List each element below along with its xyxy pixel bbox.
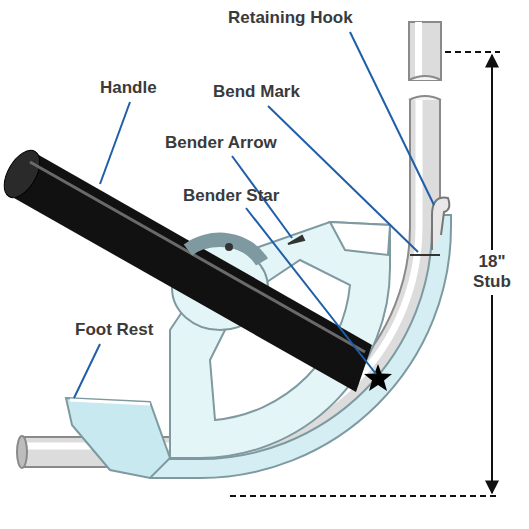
- part-label: Foot Rest: [75, 320, 153, 340]
- part-label: Handle: [100, 78, 157, 98]
- part-label: Retaining Hook: [228, 8, 353, 28]
- socket-bolt: [225, 243, 233, 251]
- handle: [0, 144, 372, 392]
- bender-star: [364, 364, 392, 391]
- part-label: Bender Star: [183, 186, 279, 206]
- stub-dimension: [230, 52, 500, 496]
- part-label: Bender Arrow: [165, 133, 277, 153]
- retaining-hook: [432, 198, 449, 250]
- part-label: Bend Mark: [213, 82, 300, 102]
- socket-band: [188, 240, 262, 262]
- dimension-label: 18" Stub: [470, 250, 514, 295]
- leader-lines: [74, 32, 434, 398]
- bend-mark: [410, 254, 440, 256]
